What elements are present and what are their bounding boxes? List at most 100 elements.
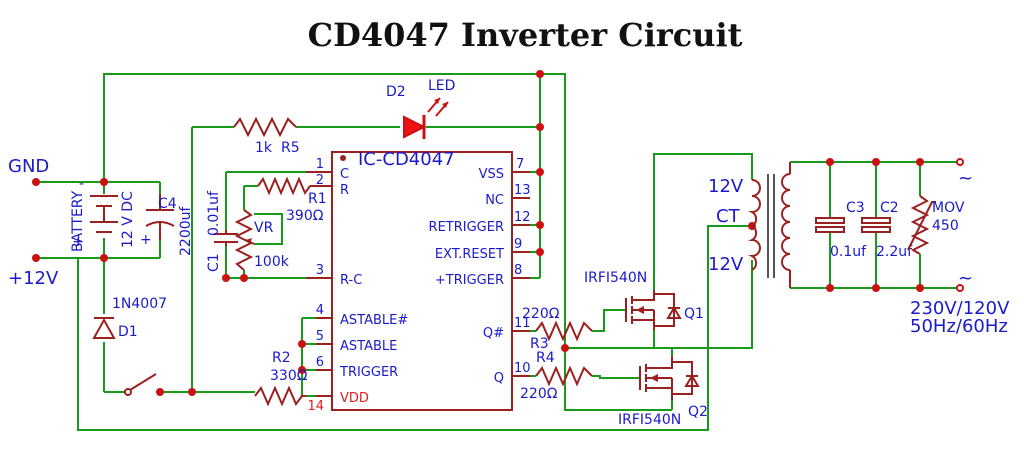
pin-6-label: TRIGGER <box>339 365 398 380</box>
r2-label: R2 <box>272 350 291 366</box>
c2-label: C2 <box>880 200 899 216</box>
pin-11-num: 11 <box>514 316 531 331</box>
battery-plus-sign: + <box>72 234 84 250</box>
pin-4-num: 4 <box>316 303 324 318</box>
d1-label: D1 <box>118 324 138 340</box>
pin-1-label: C <box>340 167 349 182</box>
pin-12-num: 12 <box>514 210 531 225</box>
d1-part: 1N4007 <box>112 296 167 312</box>
wire-r3-gate <box>592 309 626 332</box>
pin-5-label: ASTABLE <box>340 339 397 354</box>
power-switch[interactable] <box>124 373 157 396</box>
c2-value: 2.2uf <box>876 244 913 260</box>
vr-value: 100k <box>254 254 290 270</box>
r5-label: R5 <box>281 140 300 156</box>
ac-tilde-bottom: ~ <box>958 268 973 289</box>
transformer-ct: CT <box>716 206 741 227</box>
pin-5-num: 5 <box>316 329 324 344</box>
c2-capacitor <box>861 217 891 233</box>
battery-symbol <box>90 195 118 233</box>
r4-value: 220Ω <box>520 386 558 402</box>
c1-capacitor <box>214 230 238 246</box>
r2-value: 330Ω <box>270 368 308 384</box>
pin-4-label: ASTABLE# <box>340 313 408 328</box>
transformer-12v-top: 12V <box>708 176 744 197</box>
c3-value: 0.1uf <box>830 244 867 260</box>
pin-6-num: 6 <box>316 355 324 370</box>
mov-varistor <box>907 195 936 255</box>
c4-label: C4 <box>158 196 177 212</box>
pin-3-num: 3 <box>316 263 324 278</box>
vr-label: VR <box>254 220 274 236</box>
r1-resistor <box>257 176 311 196</box>
battery-label: BATTERY <box>70 190 86 252</box>
pin-2-label: R <box>340 183 349 198</box>
pin-2-num: 2 <box>316 173 324 188</box>
transformer <box>748 162 791 288</box>
q1-part: IRFI540N <box>584 270 647 286</box>
pin-11-label: Q# <box>483 326 504 341</box>
c3-capacitor <box>815 217 845 233</box>
chip-name: IC-CD4047 <box>358 149 455 170</box>
pin-1-num: 1 <box>316 157 324 172</box>
r2-resistor <box>254 385 306 407</box>
wire-q2-source-return <box>564 348 672 411</box>
pin-13-label: NC <box>485 193 504 208</box>
r5-resistor <box>233 116 297 138</box>
battery-voltage-label: 12 V DC <box>120 191 136 248</box>
d2-led <box>403 97 449 139</box>
q1-mosfet <box>625 290 682 330</box>
transformer-12v-bottom: 12V <box>708 254 744 275</box>
pin-14-num: 14 <box>307 399 324 414</box>
pin-7-num: 7 <box>516 157 524 172</box>
r3-value: 220Ω <box>522 306 560 322</box>
wire-q2-drain-transformer <box>672 260 753 349</box>
pin-3-label: R-C <box>340 273 362 288</box>
r4-label: R4 <box>536 350 555 366</box>
plus12v-label: +12V <box>8 268 59 289</box>
q1-label: Q1 <box>684 306 704 322</box>
wire-q1-drain <box>653 153 753 278</box>
svg-text:+: + <box>140 232 152 248</box>
c4-capacitor: + <box>140 194 175 248</box>
pin-14-label: VDD <box>340 391 369 406</box>
mov-label: MOV <box>932 200 965 216</box>
pin-13-num: 13 <box>514 183 531 198</box>
vr-potentiometer <box>234 209 255 271</box>
output-frequency: 50Hz/60Hz <box>910 316 1008 337</box>
pin-7-label: VSS <box>479 167 504 182</box>
diagram-title: CD4047 Inverter Circuit <box>308 16 743 54</box>
pin-9-num: 9 <box>514 237 522 252</box>
c3-label: C3 <box>846 200 865 216</box>
pin-12-label: RETRIGGER <box>429 220 504 235</box>
d2-label: D2 <box>386 84 406 100</box>
pin-8-num: 8 <box>514 263 522 278</box>
wire-ct-supply <box>77 225 752 431</box>
pin-10-label: Q <box>494 371 504 386</box>
r3-resistor <box>535 320 593 342</box>
d1-diode <box>92 317 116 339</box>
c1-label: C1 <box>206 253 222 272</box>
mov-value: 450 <box>932 218 959 234</box>
r5-value: 1k <box>255 140 273 156</box>
ac-tilde-top: ~ <box>958 168 973 189</box>
wire-r4-gate <box>592 375 640 379</box>
q2-mosfet <box>639 356 700 400</box>
q2-label: Q2 <box>688 404 708 420</box>
wire-vr-wiper <box>254 213 283 245</box>
pin-10-num: 10 <box>514 361 531 376</box>
output-voltage: 230V/120V <box>910 298 1010 319</box>
r1-value: 390Ω <box>286 208 324 224</box>
ic-cd4047 <box>306 151 530 411</box>
led-label: LED <box>428 78 455 94</box>
r4-resistor <box>535 365 593 387</box>
pin-8-label: +TRIGGER <box>435 273 504 288</box>
wire-top-rail <box>103 73 566 348</box>
pin-9-label: EXT.RESET <box>435 247 504 262</box>
battery-minus-sign: - <box>79 176 84 192</box>
r3-label: R3 <box>530 336 549 352</box>
c1-value: 0.01uf <box>206 190 222 236</box>
q2-part: IRFI540N <box>618 412 681 428</box>
r1-label: R1 <box>308 191 327 207</box>
